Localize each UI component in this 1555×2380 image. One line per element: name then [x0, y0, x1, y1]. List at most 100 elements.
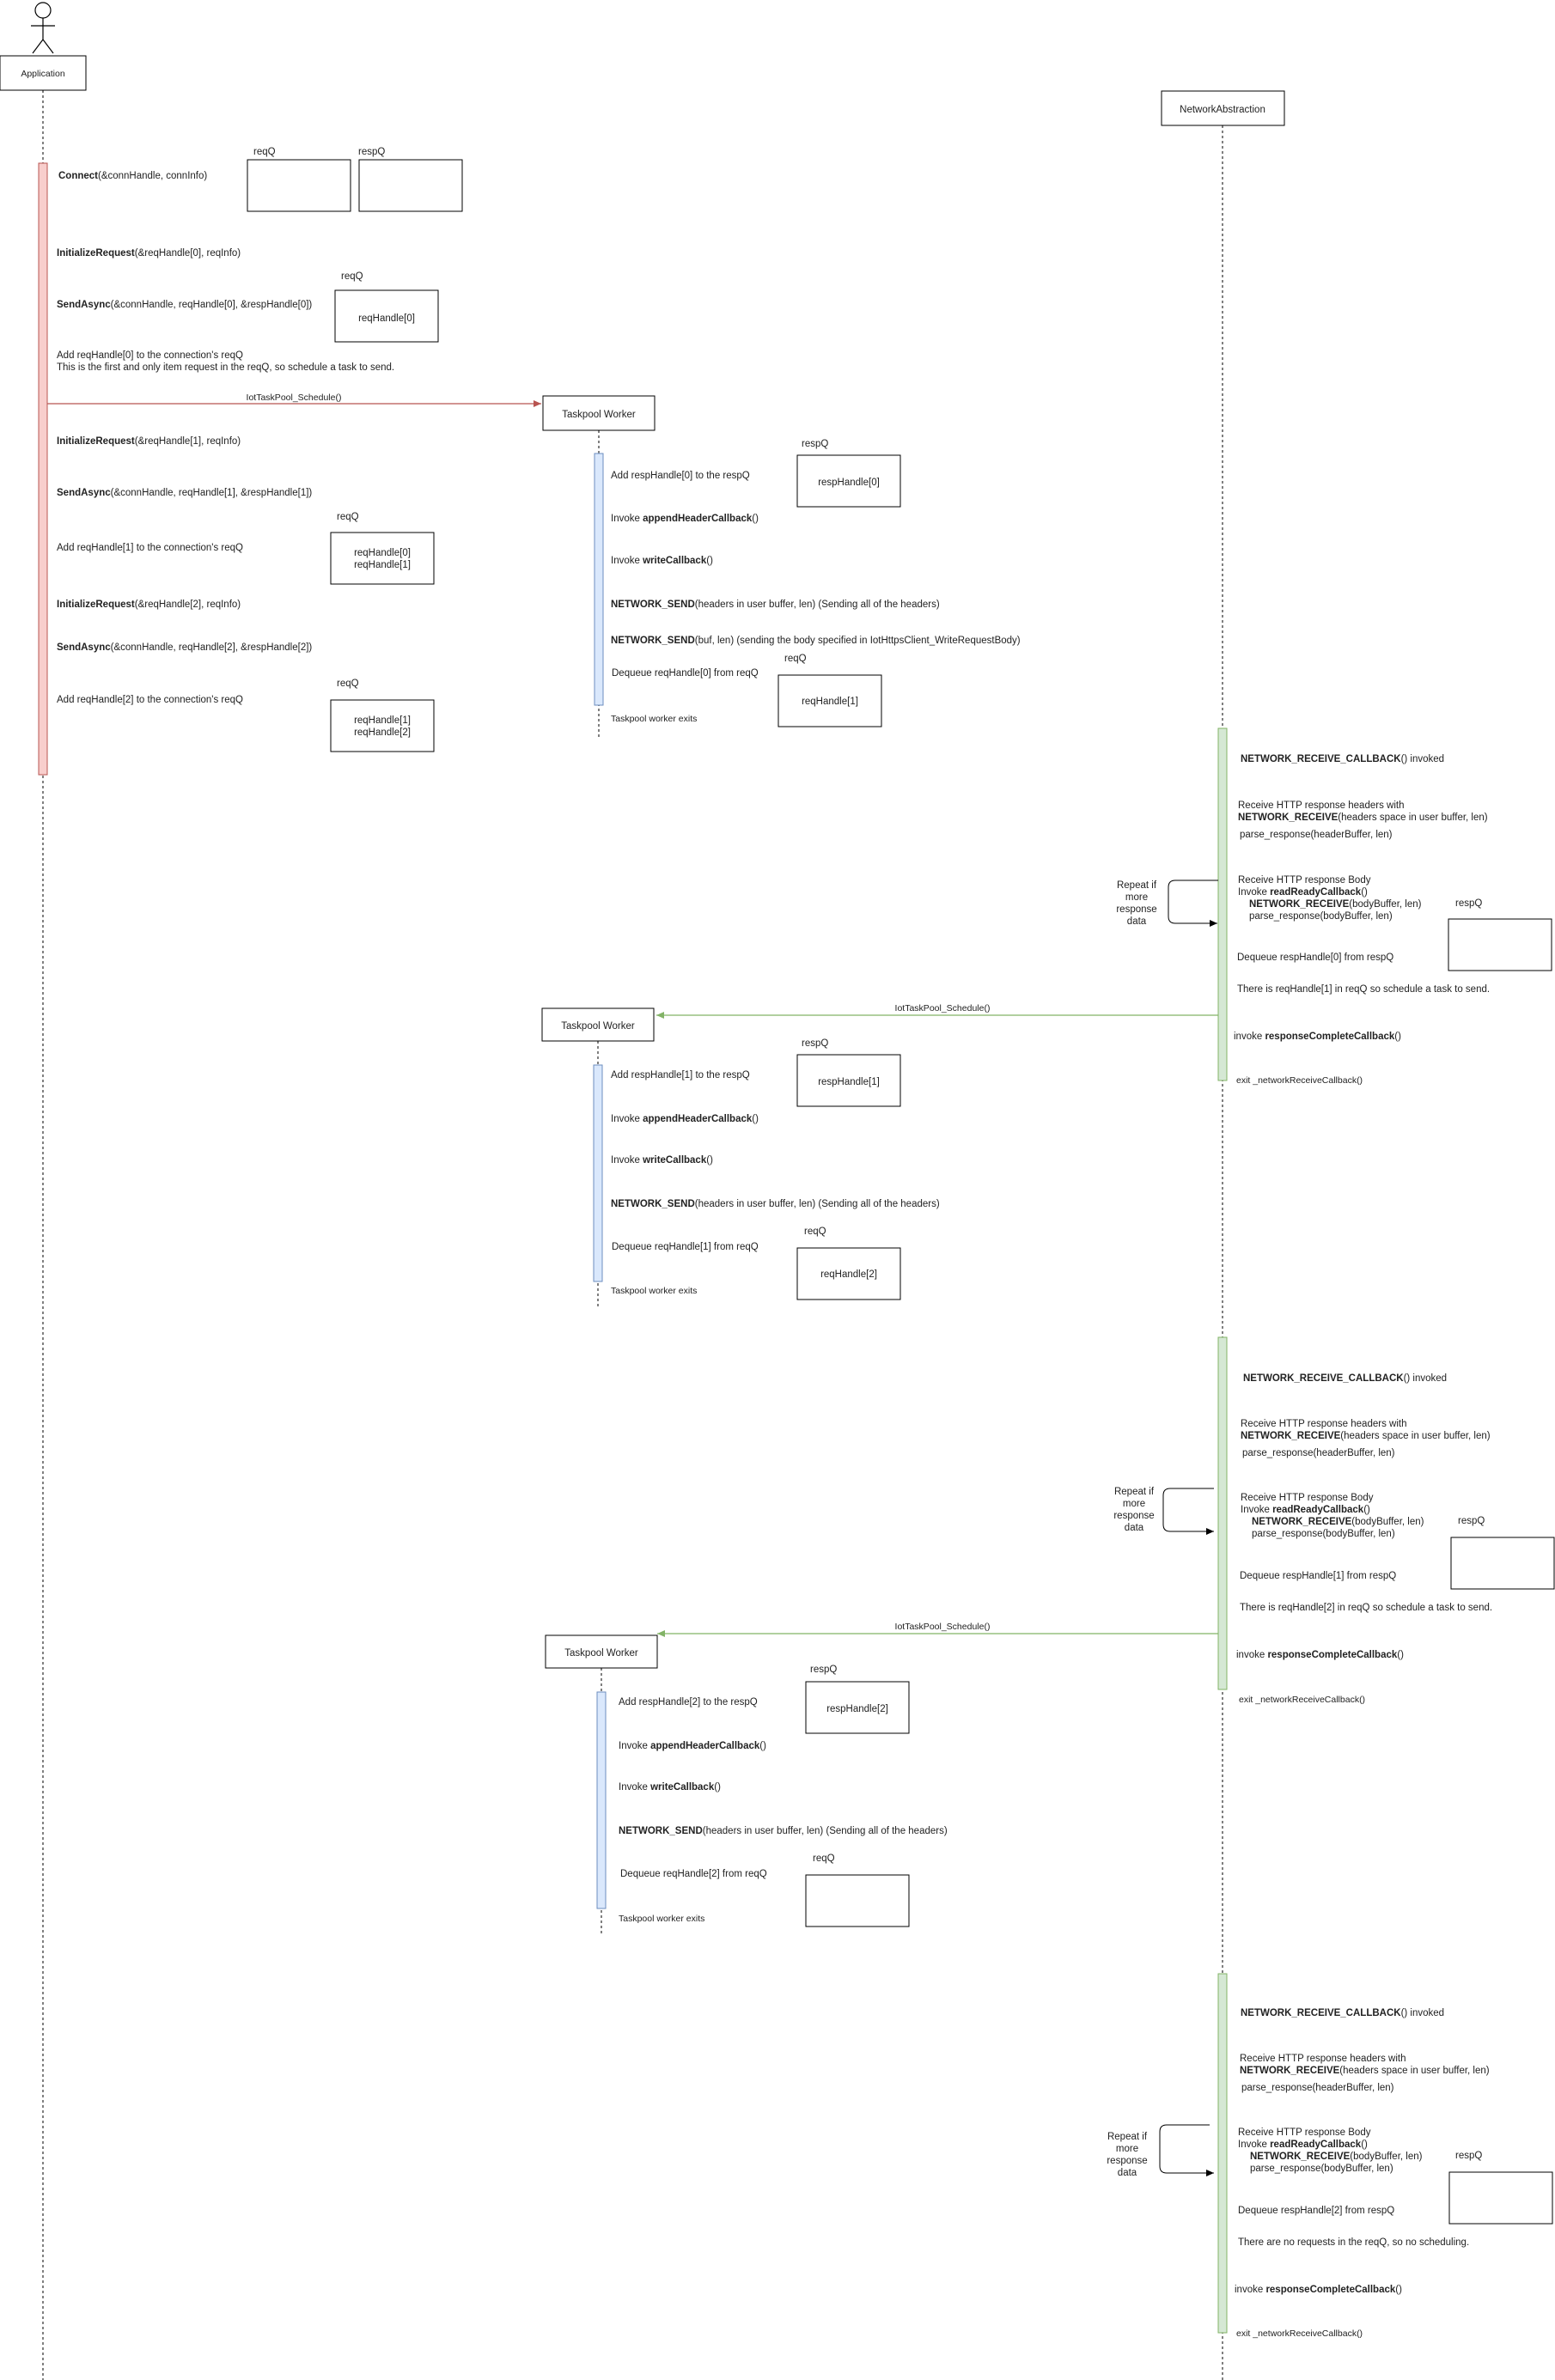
queue-item-resp1: respHandle[1]: [818, 1077, 880, 1087]
n2-parse-body: parse_response(bodyBuffer, len): [1252, 1529, 1395, 1539]
w3-append-header: Invoke appendHeaderCallback(): [619, 1741, 766, 1751]
n2-recv-body: Receive HTTP response Body: [1241, 1493, 1374, 1503]
label-reqq-w1: reqQ: [784, 654, 807, 664]
label-respq-n2: respQ: [1458, 1516, 1485, 1526]
w2-write: Invoke writeCallback(): [611, 1155, 713, 1166]
label-reqq-12: reqQ: [337, 679, 359, 689]
n1-repeat-2: more: [1125, 892, 1148, 903]
n3-repeat-1: Repeat if: [1107, 2132, 1148, 2142]
n3-complete: invoke responseCompleteCallback(): [1235, 2285, 1402, 2295]
w3-add-resp2: Add respHandle[2] to the respQ: [619, 1697, 758, 1707]
label-respq-n1: respQ: [1455, 898, 1482, 909]
n3-repeat-3: response: [1107, 2156, 1147, 2166]
worker-2-activation: [593, 1064, 603, 1282]
n1-recv-headers-2: NETWORK_RECEIVE(headers space in user bu…: [1238, 813, 1488, 823]
queue-reqq-initial: [247, 159, 351, 212]
n2-invoke-read: Invoke readReadyCallback(): [1241, 1505, 1370, 1515]
w1-append-header: Invoke appendHeaderCallback(): [611, 514, 759, 524]
n2-dequeue-resp1: Dequeue respHandle[1] from respQ: [1240, 1571, 1396, 1581]
worker-2-label: Taskpool Worker: [561, 1021, 635, 1032]
n2-parse-headers: parse_response(headerBuffer, len): [1242, 1448, 1395, 1458]
msg-initialize-1: InitializeRequest(&reqHandle[1], reqInfo…: [57, 436, 241, 447]
queue-item-resp2: respHandle[2]: [826, 1704, 888, 1714]
queue-respq-w3: [805, 1681, 910, 1734]
n1-repeat-3: response: [1116, 904, 1156, 915]
queue-reqq-w3: [805, 1874, 910, 1927]
w1-network-send-headers: NETWORK_SEND(headers in user buffer, len…: [611, 600, 940, 610]
w3-network-send-headers: NETWORK_SEND(headers in user buffer, len…: [619, 1826, 948, 1836]
n1-recv-body: Receive HTTP response Body: [1238, 875, 1371, 886]
w2-add-resp1: Add respHandle[1] to the respQ: [611, 1070, 750, 1080]
w1-dequeue-req0: Dequeue reqHandle[0] from reqQ: [612, 668, 759, 679]
n1-complete: invoke responseCompleteCallback(): [1234, 1032, 1401, 1042]
label-respq-n3: respQ: [1455, 2151, 1482, 2161]
queue-respq-w1: [796, 454, 901, 508]
queue-respq-w2: [796, 1054, 901, 1107]
worker-3-label: Taskpool Worker: [564, 1648, 638, 1659]
msg-add-req1: Add reqHandle[1] to the connection's req…: [57, 543, 243, 553]
label-reqq-initial: reqQ: [253, 147, 276, 157]
n3-no-requests: There are no requests in the reqQ, so no…: [1238, 2237, 1469, 2248]
n2-recv-headers-2: NETWORK_RECEIVE(headers space in user bu…: [1241, 1431, 1491, 1441]
worker-1-label: Taskpool Worker: [562, 410, 636, 420]
queue-item-req0: reqHandle[0]: [358, 313, 415, 324]
n2-repeat-1: Repeat if: [1114, 1487, 1155, 1497]
w1-network-send-body: NETWORK_SEND(buf, len) (sending the body…: [611, 636, 1021, 646]
queue-item-req01-b: reqHandle[1]: [354, 560, 411, 570]
w3-dequeue-req2: Dequeue reqHandle[2] from reqQ: [620, 1869, 767, 1879]
application-label: Application: [21, 69, 65, 79]
n1-net-recv-body: NETWORK_RECEIVE(bodyBuffer, len): [1249, 899, 1422, 910]
msg-initialize-2: InitializeRequest(&reqHandle[2], reqInfo…: [57, 600, 241, 610]
n2-repeat-3: response: [1113, 1511, 1154, 1521]
queue-respq-initial: [358, 159, 463, 212]
label-schedule-3: IotTaskPool_Schedule(): [895, 1622, 991, 1632]
n1-dequeue-resp0: Dequeue respHandle[0] from respQ: [1237, 953, 1393, 963]
label-respq-w2: respQ: [802, 1038, 828, 1049]
n3-dequeue-resp2: Dequeue respHandle[2] from respQ: [1238, 2206, 1394, 2216]
label-respq-w3: respQ: [810, 1665, 837, 1675]
label-schedule-1: IotTaskPool_Schedule(): [247, 393, 342, 403]
n2-repeat-4: data: [1125, 1523, 1144, 1533]
n1-repeat-1: Repeat if: [1117, 880, 1157, 891]
n1-parse-body: parse_response(bodyBuffer, len): [1249, 911, 1393, 922]
label-reqq-01: reqQ: [337, 512, 359, 522]
msg-sendasync-2: SendAsync(&connHandle, reqHandle[2], &re…: [57, 642, 312, 653]
label-reqq-0: reqQ: [341, 271, 363, 282]
w1-exits: Taskpool worker exits: [611, 714, 697, 724]
n1-invoke-read: Invoke readReadyCallback(): [1238, 887, 1368, 898]
queue-reqq-12: [330, 699, 435, 752]
n1-repeat-loop: [1168, 880, 1218, 927]
network-activation-1: [1217, 727, 1228, 1081]
n2-repeat-loop: [1162, 1488, 1214, 1535]
actor-icon: [31, 2, 55, 54]
queue-respq-n2: [1450, 1537, 1555, 1590]
application-header: [0, 55, 87, 91]
n1-parse-headers: parse_response(headerBuffer, len): [1240, 830, 1393, 840]
n3-parse-headers: parse_response(headerBuffer, len): [1241, 2083, 1394, 2093]
n1-schedule-req1: There is reqHandle[1] in reqQ so schedul…: [1237, 984, 1490, 995]
label-schedule-2: IotTaskPool_Schedule(): [895, 1003, 991, 1013]
queue-respq-n3: [1448, 2171, 1553, 2225]
queue-item-resp0: respHandle[0]: [818, 478, 880, 488]
n2-exit: exit _networkReceiveCallback(): [1239, 1695, 1365, 1705]
queue-item-req12-a: reqHandle[1]: [354, 715, 411, 726]
queue-reqq-0: [334, 289, 439, 343]
n2-receive-callback: NETWORK_RECEIVE_CALLBACK() invoked: [1243, 1373, 1447, 1384]
queue-reqq-w1: [778, 674, 882, 727]
n2-schedule-req2: There is reqHandle[2] in reqQ so schedul…: [1240, 1603, 1492, 1613]
queue-item-req12-b: reqHandle[2]: [354, 727, 411, 738]
n3-repeat-4: data: [1118, 2168, 1137, 2178]
queue-reqq-01: [330, 532, 435, 585]
msg-initialize-0: InitializeRequest(&reqHandle[0], reqInfo…: [57, 248, 241, 259]
n3-recv-headers-1: Receive HTTP response headers with: [1240, 2054, 1406, 2064]
w2-exits: Taskpool worker exits: [611, 1286, 697, 1296]
queue-respq-n1: [1448, 918, 1552, 971]
msg-sendasync-1: SendAsync(&connHandle, reqHandle[1], &re…: [57, 488, 312, 498]
n2-repeat-2: more: [1123, 1499, 1145, 1509]
msg-add-req0-line1: Add reqHandle[0] to the connection's req…: [57, 350, 243, 361]
w1-write: Invoke writeCallback(): [611, 556, 713, 566]
network-activation-3: [1217, 1973, 1228, 2334]
w3-exits: Taskpool worker exits: [619, 1914, 704, 1924]
n2-net-recv-body: NETWORK_RECEIVE(bodyBuffer, len): [1252, 1517, 1424, 1527]
n1-repeat-4: data: [1127, 916, 1147, 927]
